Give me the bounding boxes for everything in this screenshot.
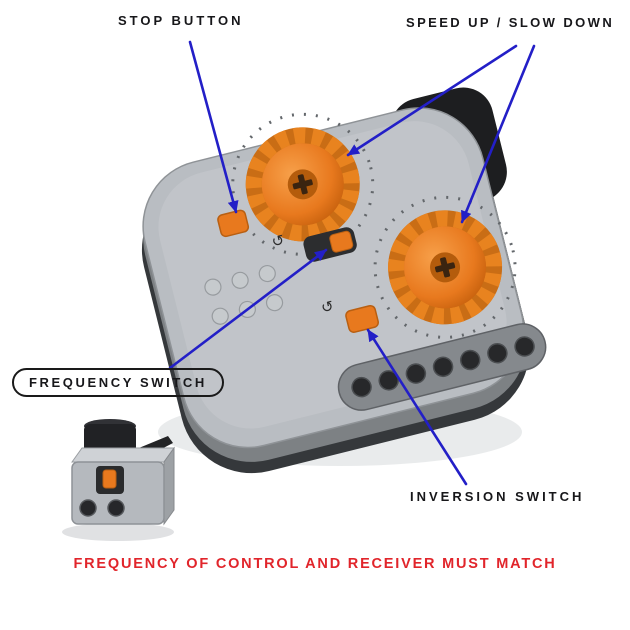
- inversion-switch-part: [345, 304, 379, 333]
- stop-button-label: STOP BUTTON: [118, 13, 244, 28]
- arrow-speed-dial-left: [346, 44, 518, 157]
- ir-receiver-unit: [62, 419, 175, 541]
- frequency-switch-label: FREQUENCY SWITCH: [12, 368, 224, 397]
- pointer-arrows: [168, 40, 536, 486]
- inversion-switch-label: INVERSION SWITCH: [410, 489, 585, 504]
- footer-warning-text: FREQUENCY OF CONTROL AND RECEIVER MUST M…: [73, 556, 557, 572]
- arrow-inversion-switch: [366, 328, 468, 486]
- arrow-speed-dial-right: [460, 44, 536, 224]
- rotate-icon: ↺: [319, 297, 336, 318]
- arrow-stop-button: [188, 40, 239, 214]
- speed-dial-left: [245, 127, 360, 242]
- ir-speed-remote-control: ↺ ↺: [141, 87, 547, 474]
- receiver-sockets: [79, 499, 125, 517]
- rotate-icon: ↺: [270, 231, 287, 252]
- arrow-frequency-switch: [168, 248, 328, 370]
- receiver-frequency-switch: [96, 466, 124, 494]
- speed-up-slow-down-label: SPEED UP / SLOW DOWN: [406, 15, 615, 30]
- pin-hole-beam: [337, 323, 547, 411]
- speed-dial-right: [388, 210, 503, 325]
